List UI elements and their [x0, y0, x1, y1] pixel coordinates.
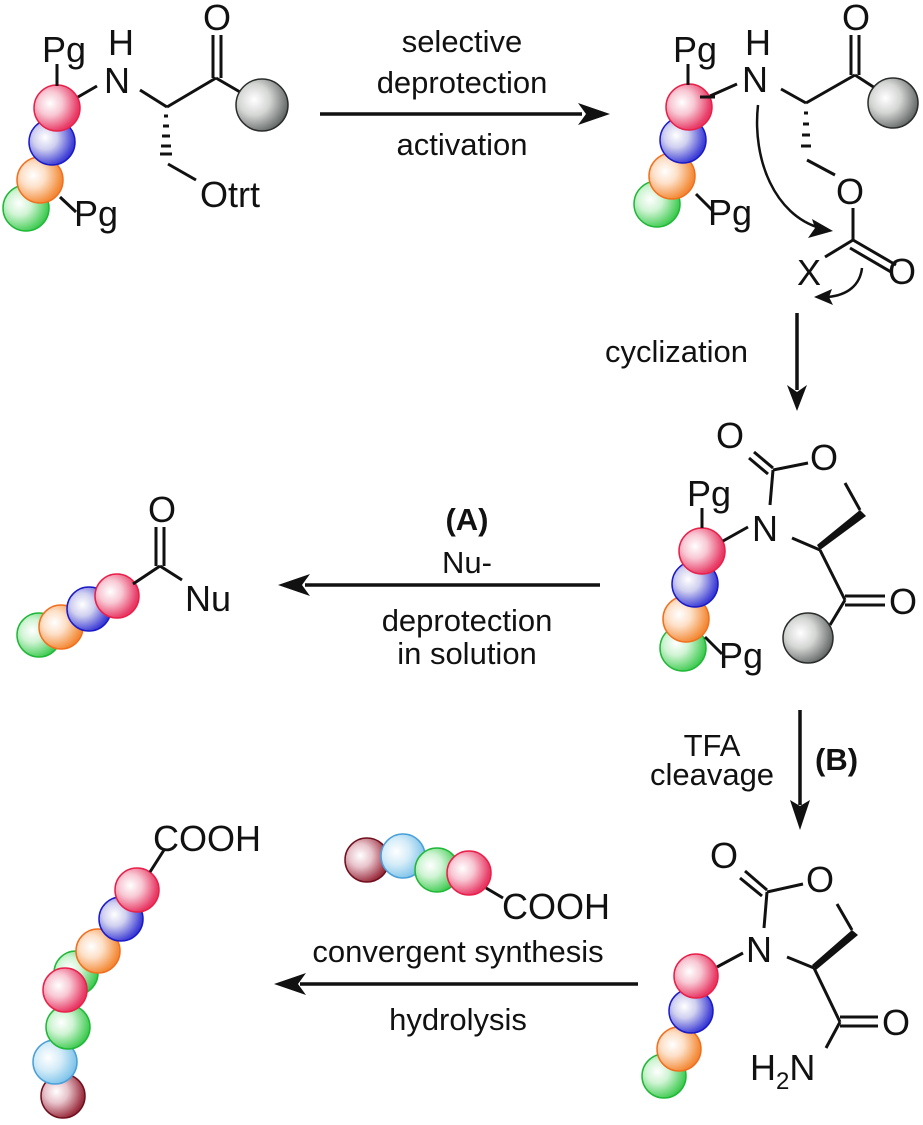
- pg-label: Pg: [673, 29, 717, 70]
- bead-red: [114, 867, 160, 913]
- pg-label: Pg: [687, 473, 731, 514]
- step1-line1: selective: [402, 24, 523, 59]
- cooh-label: COOH: [502, 886, 610, 927]
- cyclization-label: cyclization: [605, 334, 748, 369]
- hash-wedge: [160, 114, 172, 156]
- bead-red: [678, 527, 726, 575]
- o-label: O: [203, 0, 231, 38]
- x-label: X: [797, 252, 821, 293]
- o-label: O: [810, 437, 838, 478]
- bead-red: [446, 850, 492, 896]
- o-label: O: [710, 835, 738, 876]
- pg-label: Pg: [719, 635, 763, 676]
- subscript-2: 2: [776, 1068, 789, 1095]
- route-a-arrow: (A) Nu- deprotection in solution: [278, 502, 600, 671]
- step-1-arrow: selective deprotection activation: [320, 24, 610, 162]
- otrt-label: Otrt: [200, 174, 260, 215]
- o-label: O: [888, 251, 916, 292]
- resin-bead: [235, 78, 289, 132]
- bead-red: [673, 953, 719, 999]
- h-label: H: [108, 22, 134, 63]
- compound-4-oxazolidinone-amide: O O N O H2N: [641, 835, 910, 1099]
- wedge-bond: [812, 930, 858, 970]
- h2n-label: H2N: [750, 1047, 815, 1095]
- route-a-line3: in solution: [397, 636, 537, 671]
- bead-red: [94, 573, 140, 619]
- compound-3-oxazolidinone-resin: O O N O Pg Pg: [659, 415, 917, 676]
- bead-red: [33, 84, 81, 132]
- compound-2-activated-intermediate: Pg H N O O O X Pg: [633, 0, 919, 305]
- n-label: N: [752, 508, 778, 549]
- hash-wedge: [801, 111, 811, 148]
- bead-red: [42, 967, 88, 1013]
- bead-orange: [75, 928, 121, 974]
- pg-label: Pg: [708, 192, 752, 233]
- n-text: N: [789, 1047, 815, 1088]
- wedge-bond: [817, 510, 866, 550]
- route-a-line1: Nu-: [442, 545, 492, 580]
- curly-arrow-x-leave: [827, 267, 864, 299]
- o-label: O: [836, 171, 864, 212]
- step1-line3: activation: [397, 127, 528, 162]
- fragment-peptide-cooh: COOH: [344, 833, 610, 927]
- route-b-arrow: TFA cleavage (B): [650, 710, 858, 830]
- h-label: H: [745, 22, 771, 63]
- bead-orange: [656, 1026, 702, 1072]
- compound-1-protected-serine-peptide: Pg H N O Otrt Pg: [2, 0, 289, 234]
- o-label: O: [889, 581, 917, 622]
- pg-label: Pg: [42, 29, 86, 70]
- o-label: O: [716, 415, 744, 456]
- step4-line1: convergent synthesis: [312, 934, 603, 969]
- step-4-arrow: convergent synthesis hydrolysis: [274, 934, 638, 1037]
- cooh-label: COOH: [153, 818, 261, 859]
- route-b-line1: TFA: [684, 728, 741, 763]
- nu-label: Nu: [185, 578, 231, 619]
- route-b-line2: cleavage: [650, 757, 774, 792]
- resin-bead: [867, 77, 919, 129]
- o-label: O: [842, 0, 870, 38]
- n-label: N: [104, 60, 130, 101]
- final-peptide-cooh: COOH: [32, 818, 261, 1119]
- pg-label: Pg: [74, 193, 118, 234]
- resin-bead: [782, 612, 834, 664]
- product-a-nu-amide: O Nu: [16, 489, 231, 658]
- n-label: N: [746, 929, 772, 970]
- cyclization-arrow: cyclization: [605, 313, 807, 411]
- h-text: H: [750, 1047, 776, 1088]
- o-label: O: [148, 489, 176, 530]
- curly-arrow-n-attack: [755, 104, 821, 230]
- route-a-tag: (A): [445, 502, 488, 537]
- route-b-tag: (B): [815, 742, 858, 777]
- n-label: N: [742, 59, 768, 100]
- bead-red: [665, 83, 713, 131]
- step4-line2: hydrolysis: [389, 1002, 527, 1037]
- step1-line2: deprotection: [377, 65, 548, 100]
- o-label: O: [806, 859, 834, 900]
- route-a-line2: deprotection: [382, 603, 553, 638]
- o-label: O: [882, 1002, 910, 1043]
